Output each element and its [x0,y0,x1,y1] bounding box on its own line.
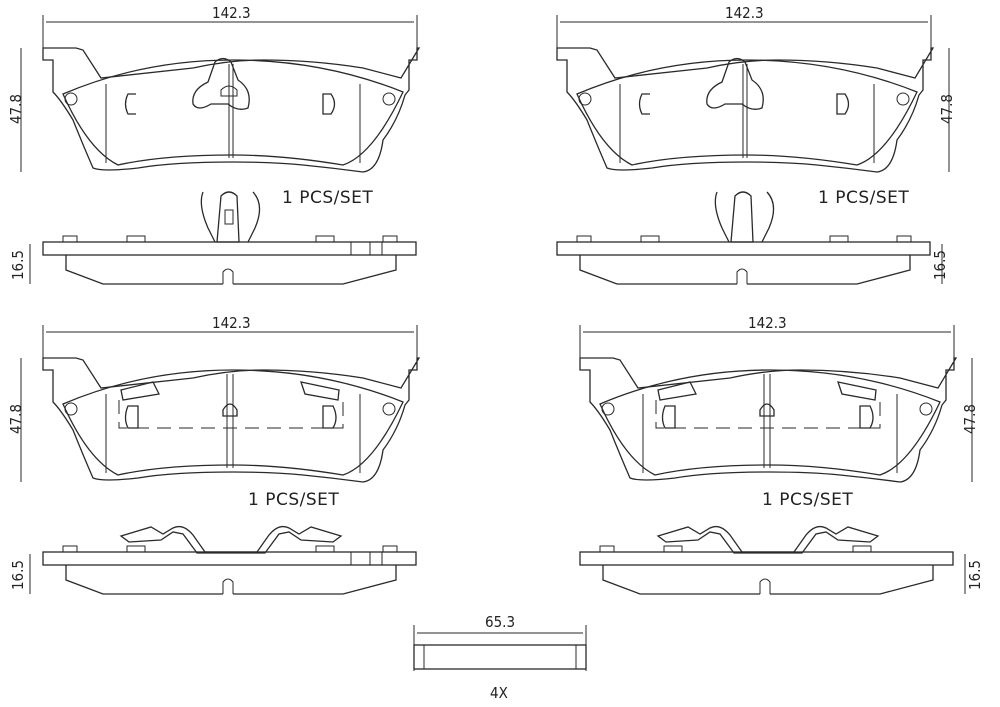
quantity-label: 1 PCS/SET [762,490,854,510]
height-dimension-label: 47.8 [961,403,980,435]
height-dimension-label: 47.8 [938,93,957,125]
width-dimension-label: 142.3 [748,314,787,332]
width-dimension-label: 142.3 [212,314,251,332]
height-dimension-label: 47.8 [7,403,26,435]
width-dimension-label: 142.3 [725,4,764,22]
quantity-label: 1 PCS/SET [282,188,374,208]
thickness-dimension-label: 16.5 [966,559,985,591]
height-dimension-label: 47.8 [7,93,26,125]
width-dimension-label: 142.3 [212,4,251,22]
drawing-top-left [20,15,420,285]
quantity-label: 1 PCS/SET [818,188,910,208]
hardware-quantity-label: 4X [490,684,508,702]
thickness-dimension-label: 16.5 [9,249,28,281]
drawing-bottom-left [20,325,420,595]
quantity-label: 1 PCS/SET [248,490,340,510]
thickness-dimension-label: 16.5 [931,249,950,281]
drawing-bottom-right [579,325,973,595]
hardware-width-label: 65.3 [485,613,516,631]
thickness-dimension-label: 16.5 [9,559,28,591]
hardware-shim [413,625,587,671]
drawing-top-right [556,15,950,285]
